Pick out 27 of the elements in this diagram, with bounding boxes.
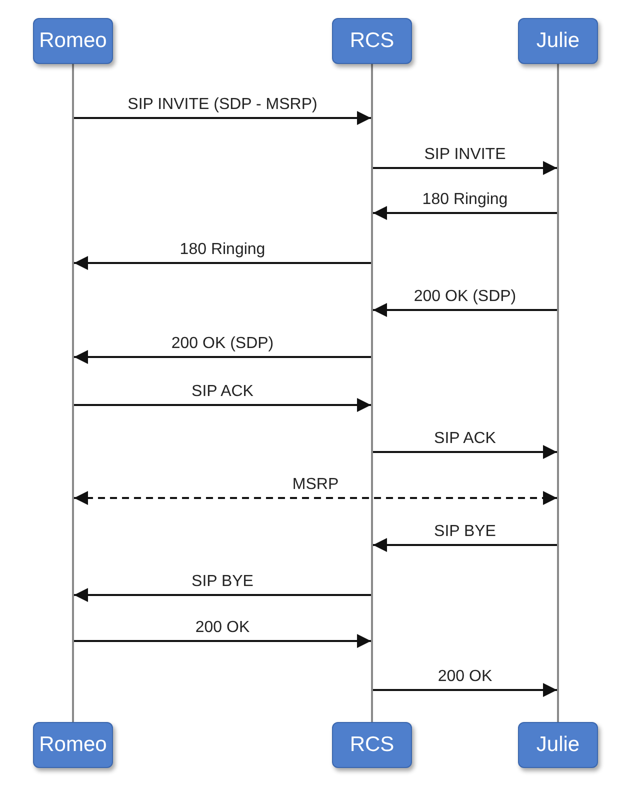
- message-arrow: [74, 256, 371, 270]
- lifeline: [557, 64, 559, 722]
- message-arrow: [373, 538, 557, 552]
- message-arrow: [74, 398, 371, 412]
- participant-box: Julie: [518, 18, 598, 64]
- participant-box: RCS: [332, 722, 412, 768]
- edge-label: SIP INVITE (SDP - MSRP): [126, 96, 320, 114]
- message-arrow: [74, 350, 371, 364]
- participant-box: Romeo: [33, 722, 113, 768]
- participant-box: Julie: [518, 722, 598, 768]
- participant-box: RCS: [332, 18, 412, 64]
- message-arrow: [74, 634, 371, 648]
- edge-label: 180 Ringing: [420, 191, 510, 209]
- message-arrow: [373, 161, 557, 175]
- message-arrow: [74, 111, 371, 125]
- edge-label: 200 OK (SDP): [412, 288, 518, 306]
- message-arrow: [74, 588, 371, 602]
- message-arrow: [373, 303, 557, 317]
- lifeline: [371, 64, 373, 722]
- message-arrow: [373, 206, 557, 220]
- lifeline: [72, 64, 74, 722]
- edge-label: 200 OK (SDP): [169, 335, 276, 353]
- participant-box: Romeo: [33, 18, 113, 64]
- message-arrow: [373, 445, 557, 459]
- message-arrow: [74, 491, 557, 505]
- edge-label: 180 Ringing: [178, 241, 268, 259]
- message-arrow: [373, 683, 557, 697]
